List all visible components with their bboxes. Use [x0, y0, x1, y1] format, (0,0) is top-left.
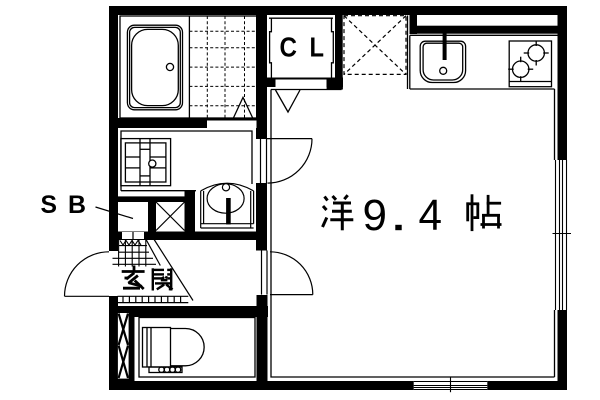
- svg-text:L: L: [310, 32, 325, 63]
- svg-text:C: C: [280, 32, 298, 63]
- svg-text:4: 4: [419, 191, 443, 240]
- svg-text:B: B: [68, 191, 86, 219]
- svg-text:S: S: [41, 191, 58, 219]
- svg-text:9: 9: [363, 191, 388, 240]
